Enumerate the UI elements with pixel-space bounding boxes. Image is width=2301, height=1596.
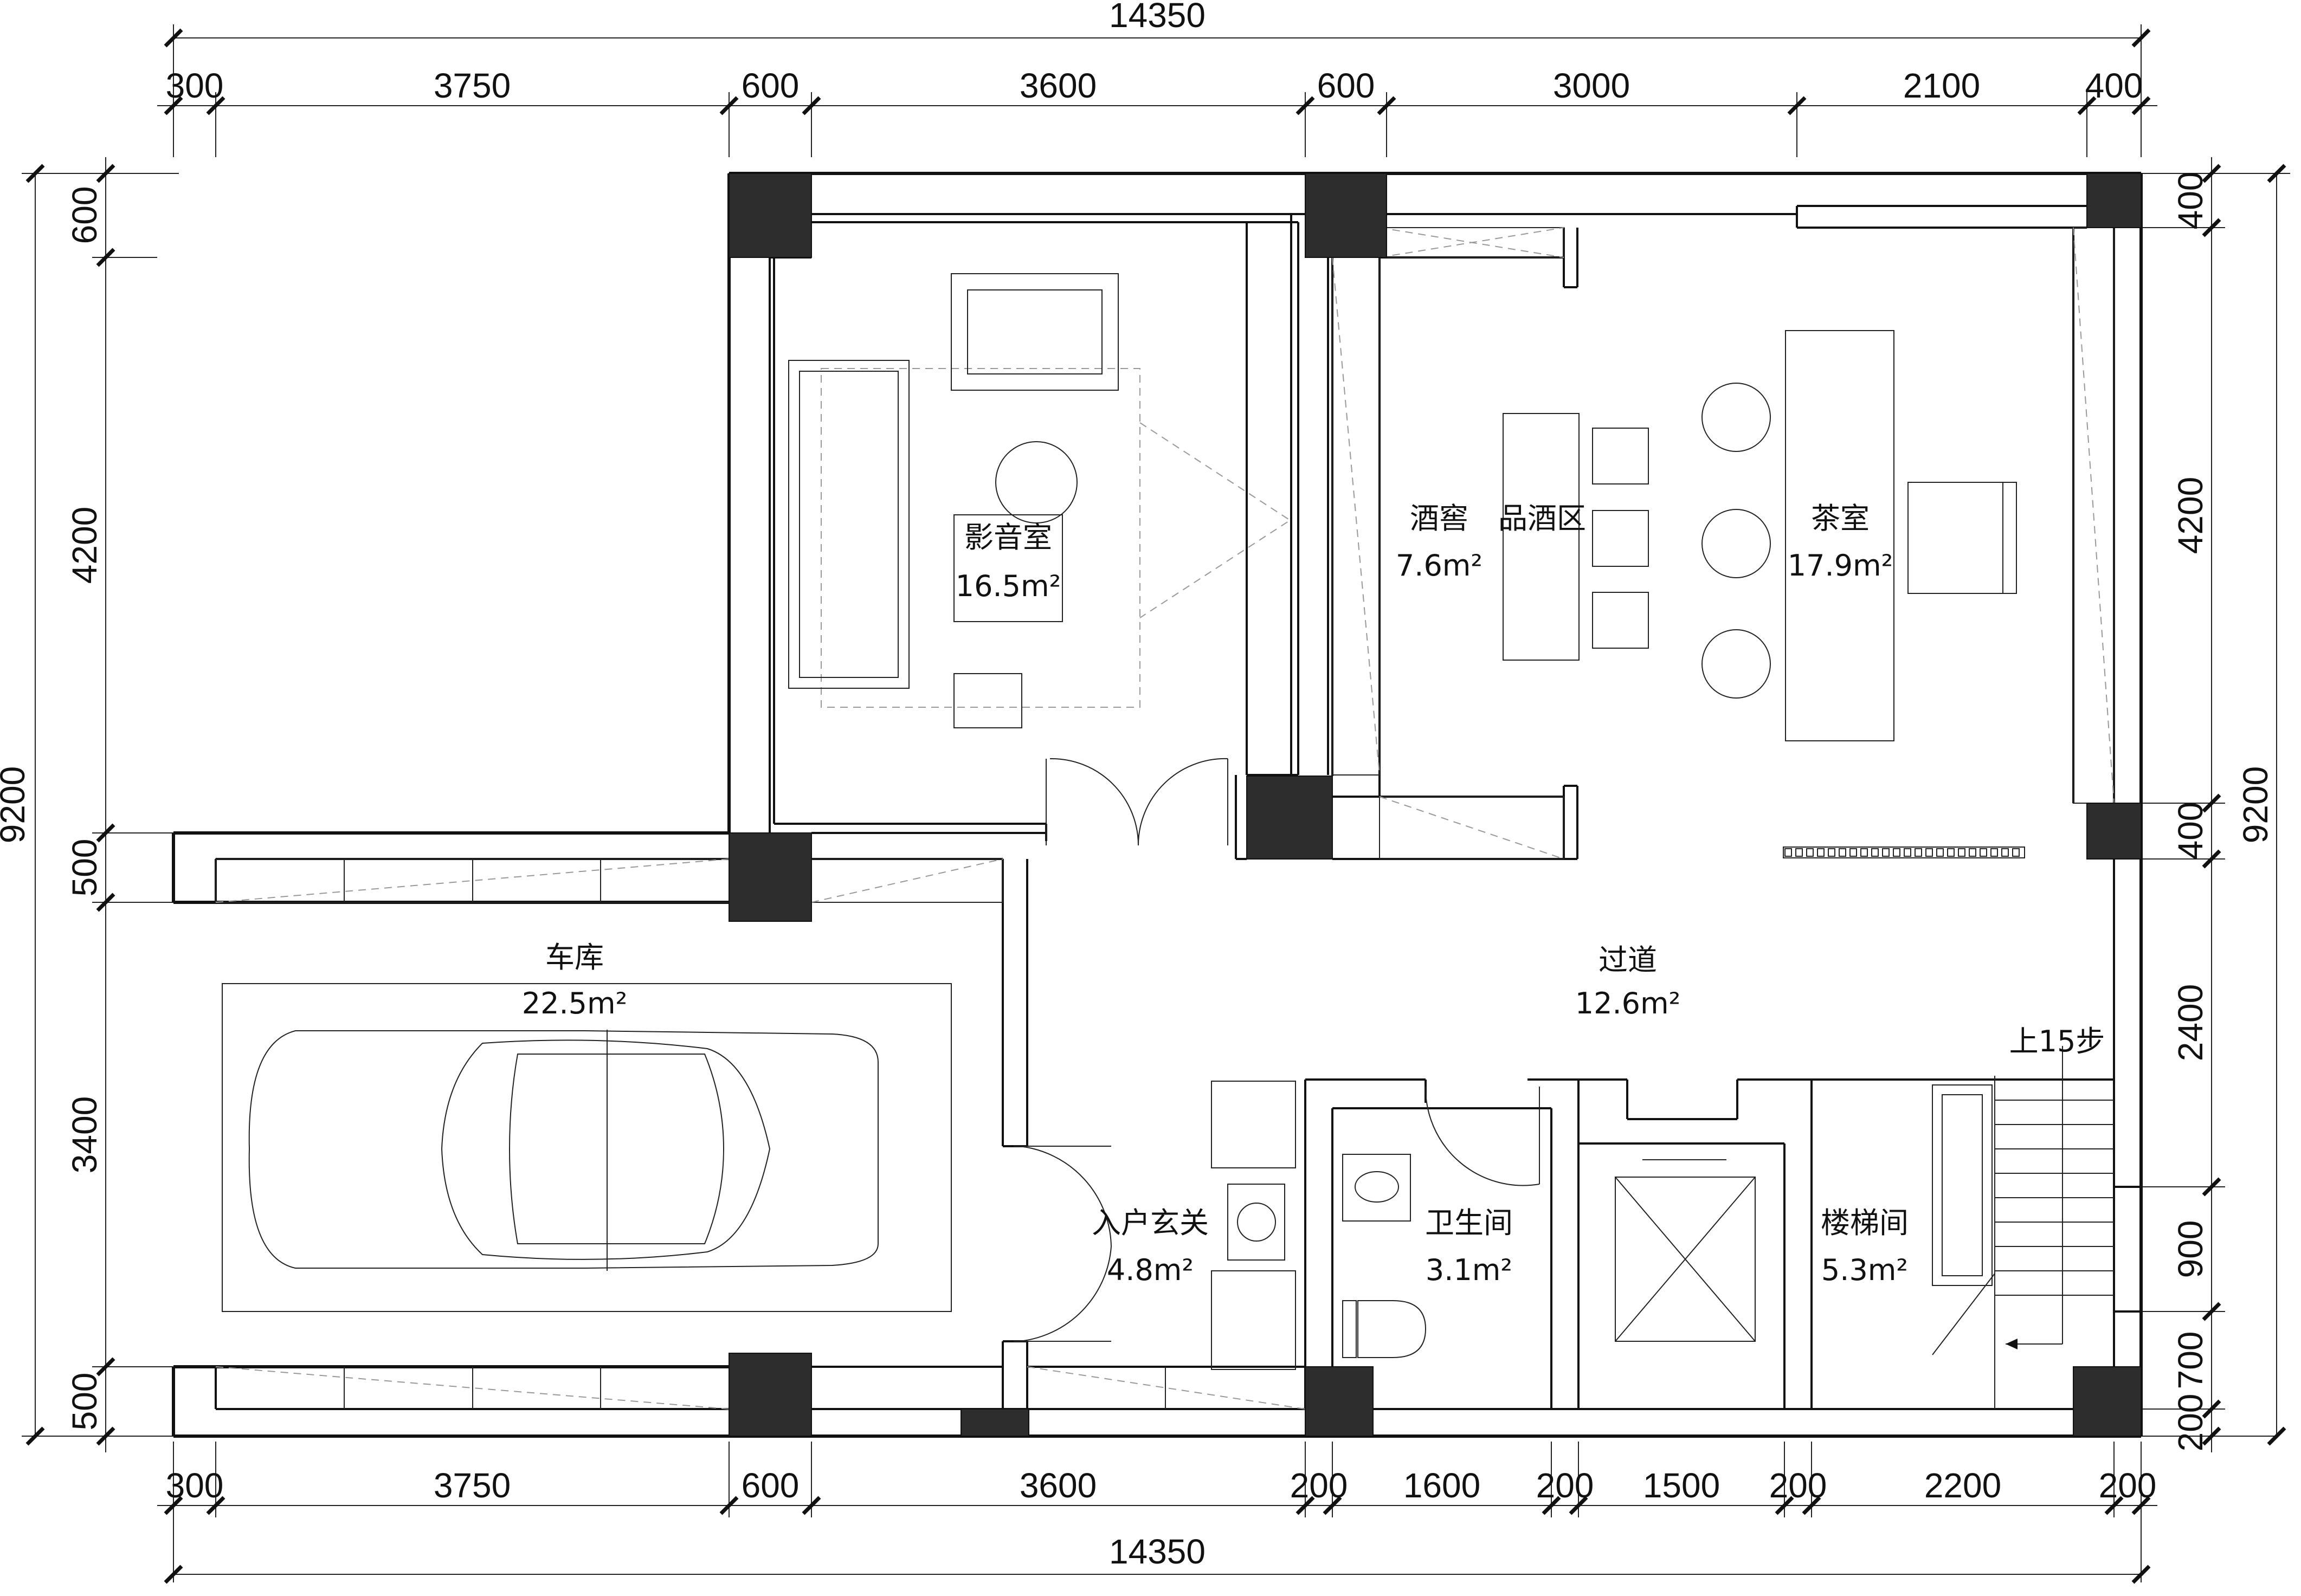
dim-left-0: 600 [65, 186, 104, 244]
vent-slot [1958, 848, 1965, 857]
dim-left-total: 9200 [0, 766, 32, 843]
vent-slot [1904, 848, 1911, 857]
sofa-icon [788, 360, 910, 689]
room-bathroom-name: 卫生间 [1425, 1206, 1513, 1240]
room-wine-cellar-area: 7.6m² [1396, 548, 1483, 583]
window-strips [215, 227, 2115, 1410]
dim-bottom-1: 3750 [434, 1466, 511, 1505]
armchair-icon [951, 273, 1119, 391]
dim-right-4: 900 [2171, 1220, 2210, 1278]
room-stairwell-area: 5.3m² [1821, 1253, 1908, 1287]
room-labels: 影音室 16.5m² 酒窖 7.6m² 品酒区 茶室 17.9m² 过道 12.… [522, 501, 2105, 1287]
dim-right-0: 400 [2171, 172, 2210, 230]
dim-left-2: 500 [65, 839, 104, 897]
dimension-text-right: 400 4200 400 2400 900 700 200 9200 [2171, 172, 2275, 1452]
tea-chair-icon [1907, 482, 2017, 594]
dim-bottom-10: 200 [2099, 1466, 2157, 1505]
dimension-text-left: 9200 600 4200 500 3400 500 [0, 186, 104, 1431]
vent-slot [2012, 848, 2020, 857]
vent-slot [1828, 848, 1835, 857]
dim-top-total: 14350 [1109, 0, 1206, 35]
stairs-note: 上15步 [2009, 1024, 2105, 1058]
vent-slot [1947, 848, 1955, 857]
dim-right-1: 4200 [2171, 477, 2210, 554]
vent-slot [1969, 848, 1976, 857]
vent-slot [1893, 848, 1900, 857]
dim-top-0: 300 [166, 66, 224, 105]
dim-bottom-8: 200 [1769, 1466, 1827, 1505]
vent-slot [1980, 848, 1987, 857]
vent-slot [1925, 848, 1933, 857]
dim-bottom-9: 2200 [1924, 1466, 2001, 1505]
room-corridor-area: 12.6m² [1575, 986, 1680, 1020]
dimension-text-bottom: 300 3750 600 3600 200 1600 200 1500 200 … [166, 1466, 2157, 1571]
vent-slot [1784, 848, 1792, 857]
room-bathroom-area: 3.1m² [1426, 1253, 1512, 1287]
vent-slot [1817, 848, 1825, 857]
room-tea-name: 茶室 [1811, 501, 1870, 535]
room-garage-area: 22.5m² [522, 986, 627, 1020]
vent-strip-icon [1783, 847, 2025, 858]
dim-left-1: 4200 [65, 507, 104, 584]
dim-bottom-0: 300 [166, 1466, 224, 1505]
dim-bottom-total: 14350 [1109, 1532, 1206, 1571]
vent-slot [1860, 848, 1868, 857]
dim-top-7: 400 [2085, 66, 2143, 105]
room-stairwell-name: 楼梯间 [1821, 1206, 1909, 1240]
top-ticks [164, 92, 2151, 157]
vent-slot [1849, 848, 1857, 857]
dim-bottom-7: 1500 [1643, 1466, 1720, 1505]
stairs-icon [1932, 1046, 2114, 1409]
dim-bottom-2: 600 [742, 1466, 800, 1505]
room-tasting-name: 品酒区 [1498, 501, 1586, 535]
dim-top-4: 600 [1317, 66, 1375, 105]
dim-right-2: 400 [2171, 802, 2210, 860]
vent-slot [1871, 848, 1879, 857]
vent-slot [1882, 848, 1890, 857]
vent-slot [1795, 848, 1803, 857]
dim-bottom-5: 1600 [1403, 1466, 1480, 1505]
vent-slot [1936, 848, 1944, 857]
dim-top-6: 2100 [1903, 66, 1980, 105]
vent-slot [1806, 848, 1814, 857]
dim-right-total: 9200 [2236, 766, 2275, 843]
dim-right-6: 200 [2171, 1394, 2210, 1452]
dim-left-4: 500 [65, 1373, 104, 1431]
dim-bottom-6: 200 [1536, 1466, 1594, 1505]
room-tea-area: 17.9m² [1788, 548, 1893, 583]
dim-top-2: 600 [742, 66, 800, 105]
car-icon [248, 1030, 879, 1269]
room-wine-cellar-name: 酒窖 [1410, 501, 1468, 535]
dim-bottom-4: 200 [1290, 1466, 1348, 1505]
room-corridor-name: 过道 [1599, 943, 1657, 977]
dim-bottom-3: 3600 [1020, 1466, 1097, 1505]
dim-top-3: 3600 [1020, 66, 1097, 105]
dim-top-1: 3750 [434, 66, 511, 105]
bottom-ticks [164, 1442, 2151, 1517]
columns [729, 173, 2142, 1437]
vent-slot [1990, 848, 1998, 857]
room-theater-name: 影音室 [964, 520, 1052, 554]
room-theater-area: 16.5m² [956, 569, 1061, 603]
dim-right-5: 700 [2171, 1332, 2210, 1390]
dim-left-3: 3400 [65, 1096, 104, 1173]
dimension-lines [22, 24, 2290, 1584]
vent-slot [1839, 848, 1846, 857]
dimension-text-top: 14350 300 3750 600 3600 600 3000 2100 40… [166, 0, 2143, 105]
vent-slot [2001, 848, 2009, 857]
room-garage-name: 车库 [545, 940, 604, 974]
vent-slot [1915, 848, 1922, 857]
furniture [222, 273, 2114, 1409]
room-entrance-name: 入户玄关 [1092, 1206, 1209, 1240]
room-entrance-area: 4.8m² [1107, 1253, 1194, 1287]
walls [172, 172, 2143, 1438]
dim-top-5: 3000 [1553, 66, 1630, 105]
dim-right-3: 2400 [2171, 984, 2210, 1061]
